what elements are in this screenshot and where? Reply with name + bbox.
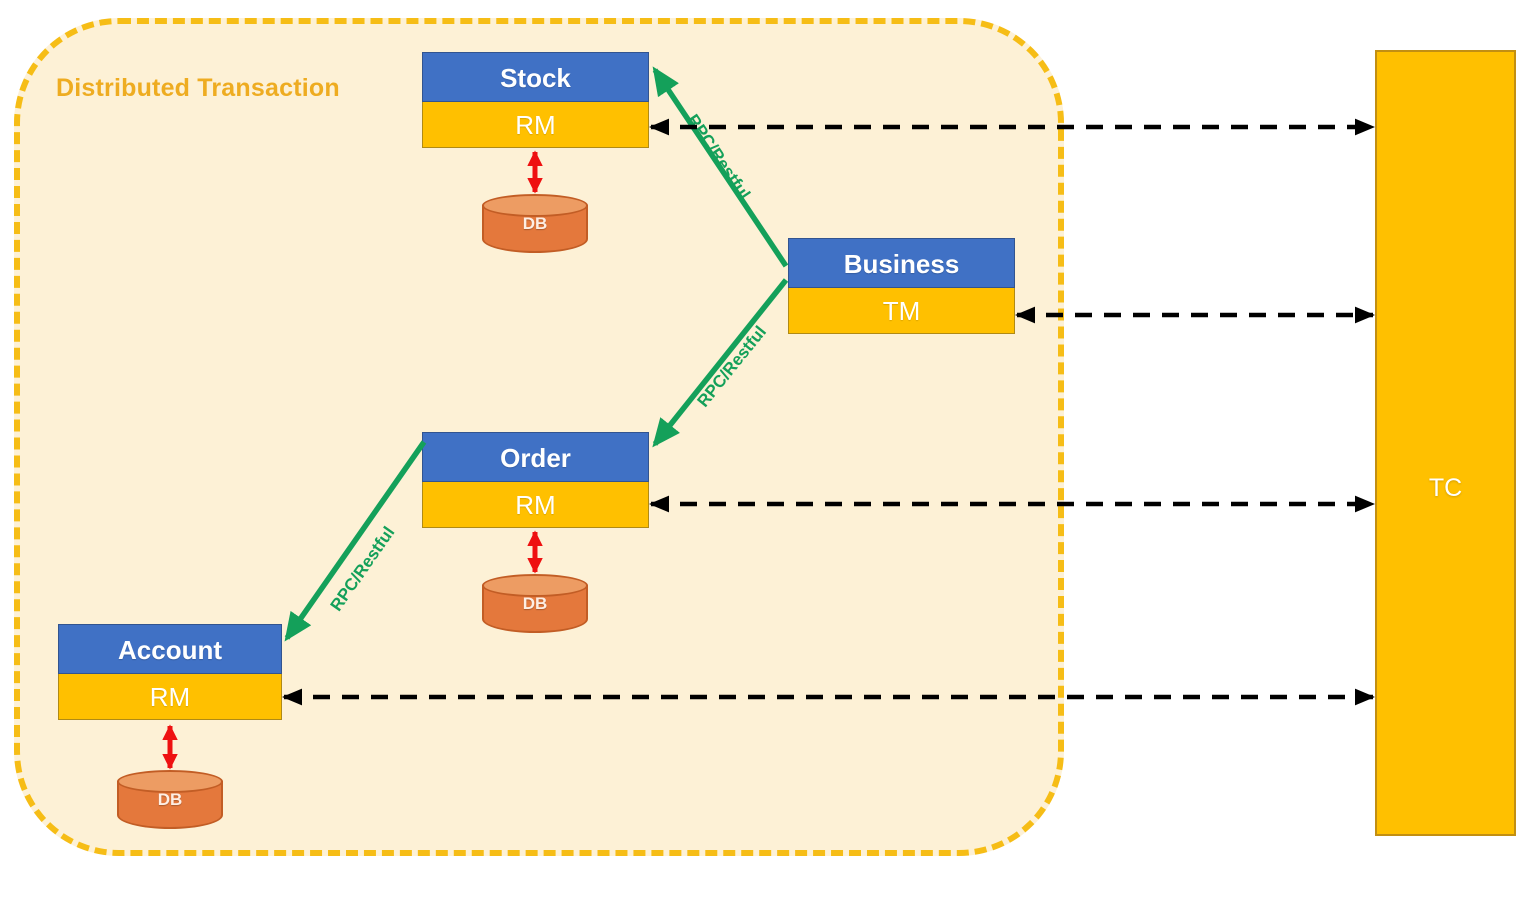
service-component-order-rm: RM (422, 482, 649, 528)
database-label-account: DB (157, 790, 183, 809)
distributed-transaction-title: Distributed Transaction (56, 74, 340, 102)
cylinder-top (482, 194, 588, 217)
service-name-order: Order (422, 432, 649, 482)
service-name-stock: Stock (422, 52, 649, 102)
service-node-stock[interactable]: Stock RM (422, 52, 649, 148)
service-node-business[interactable]: Business TM (788, 238, 1015, 334)
database-cylinder-stock[interactable]: DB (482, 194, 588, 256)
service-node-order[interactable]: Order RM (422, 432, 649, 528)
service-component-account-rm: RM (58, 674, 282, 720)
service-node-account[interactable]: Account RM (58, 624, 282, 720)
service-component-stock-rm: RM (422, 102, 649, 148)
service-name-business: Business (788, 238, 1015, 288)
transaction-coordinator-column[interactable]: TC (1375, 50, 1516, 836)
database-label-order: DB (522, 594, 548, 613)
database-cylinder-order[interactable]: DB (482, 574, 588, 636)
service-name-account: Account (58, 624, 282, 674)
database-label-stock: DB (522, 214, 548, 233)
service-component-business-tm: TM (788, 288, 1015, 334)
transaction-coordinator-label: TC (1428, 474, 1463, 502)
cylinder-top (117, 770, 223, 793)
cylinder-top (482, 574, 588, 597)
database-cylinder-account[interactable]: DB (117, 770, 223, 832)
